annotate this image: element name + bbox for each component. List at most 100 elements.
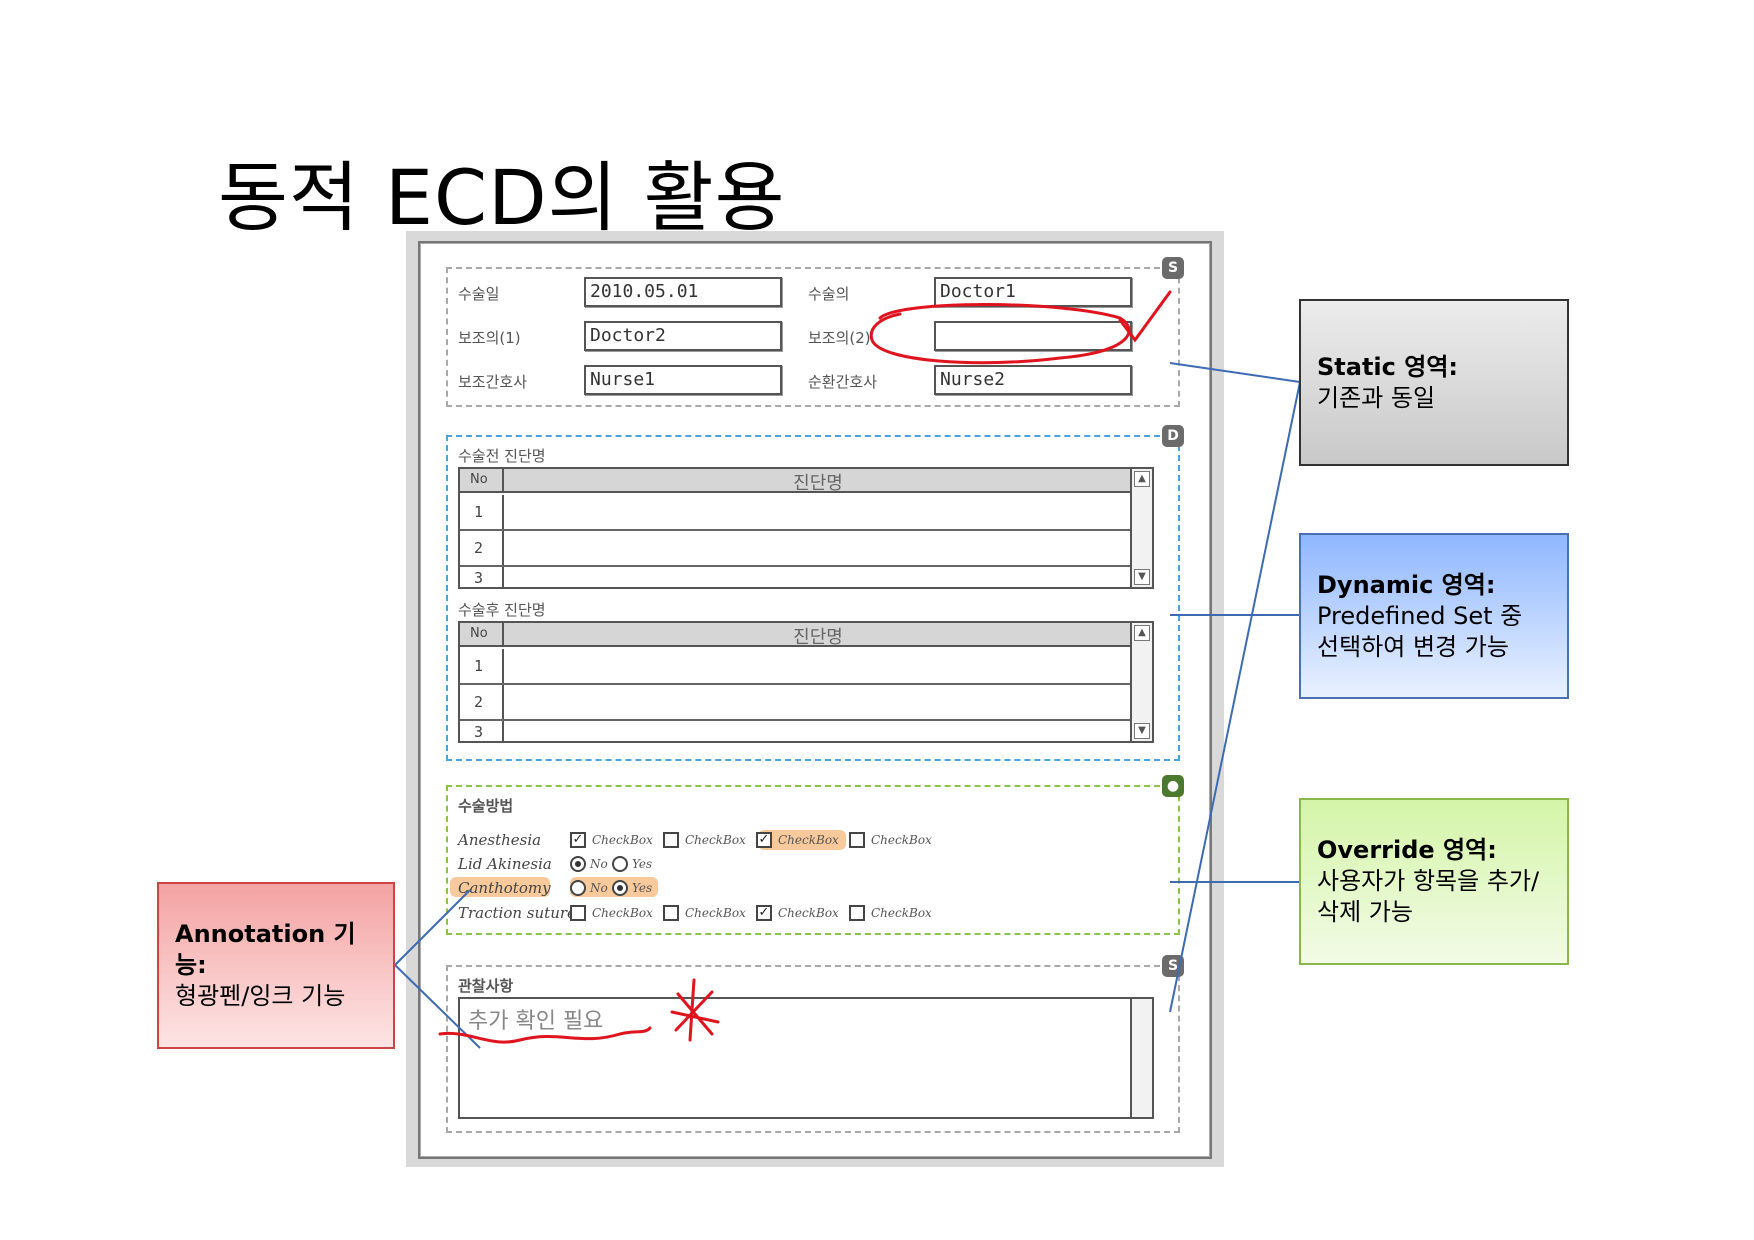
override-badge-icon: ● [1162,775,1184,797]
table-row[interactable]: 2 [460,685,1130,721]
post-op-diagnosis-table[interactable]: No 진단명 1 2 3 ▲ ▼ [458,621,1154,743]
assistant-nurse-label: 보조간호사 [458,373,528,391]
row-number: 2 [460,685,504,719]
checkbox-label: CheckBox [871,833,932,847]
table-row[interactable]: 3 [460,567,1130,587]
row-number: 3 [460,567,504,587]
anesthesia-checkbox-2[interactable] [663,832,679,848]
callout-annotation-body: 형광펜/잉크 기능 [175,982,346,1010]
observation-region [446,965,1180,1133]
callout-override: Override 영역: 사용자가 항목을 추가/삭제 가능 [1299,798,1569,965]
slide-title: 동적 ECD의 활용 [218,153,786,242]
callout-annotation: Annotation 기능: 형광펜/잉크 기능 [157,882,395,1049]
traction-checkbox-1[interactable] [570,905,586,921]
ink-underline [438,1026,652,1044]
table-row[interactable]: 3 [460,721,1130,741]
table-row[interactable]: 2 [460,531,1130,567]
checkbox-label: CheckBox [778,906,839,920]
assistant2-label: 보조의(2) [808,329,871,347]
ecd-form: S 수술일 2010.05.01 수술의 Doctor1 보조의(1) Doct… [418,241,1212,1159]
col-no-header: No [460,623,504,647]
table-row[interactable]: 1 [460,649,1130,685]
radio-label: Yes [632,857,653,871]
pre-op-diagnosis-title: 수술전 진단명 [458,447,546,465]
assistant-nurse-field[interactable]: Nurse1 [584,365,782,395]
anesthesia-checkbox-3[interactable]: ✓ [756,832,772,848]
scroll-up-icon[interactable]: ▲ [1134,625,1150,641]
surgeon-label: 수술의 [808,285,850,303]
checkbox-label: CheckBox [592,833,653,847]
canthotomy-label: Canthotomy [458,879,551,897]
callout-dynamic-title: Dynamic 영역: [1317,570,1496,599]
radio-label: Yes [632,881,653,895]
assistant1-field[interactable]: Doctor2 [584,321,782,351]
circulating-nurse-label: 순환간호사 [808,373,878,391]
callout-override-body: 사용자가 항목을 추가/삭제 가능 [1317,867,1540,926]
row-number: 3 [460,721,504,741]
col-diagnosis-header: 진단명 [793,627,843,648]
observation-title: 관찰사항 [458,977,514,995]
surgery-date-label: 수술일 [458,285,500,303]
callout-static-title: Static 영역: [1317,352,1458,381]
ecd-form-mockup: S 수술일 2010.05.01 수술의 Doctor1 보조의(1) Doct… [406,231,1224,1167]
scrollbar[interactable]: ▲ ▼ [1130,469,1152,587]
override-region [446,785,1180,935]
col-no-header: No [460,469,504,493]
pre-op-diagnosis-table[interactable]: No 진단명 1 2 3 ▲ ▼ [458,467,1154,589]
observation-textarea[interactable]: 추가 확인 필요 [458,997,1154,1119]
table-header: No 진단명 [460,469,1130,494]
traction-checkbox-3[interactable]: ✓ [756,905,772,921]
checkbox-label: CheckBox [685,833,746,847]
surgery-method-title: 수술방법 [458,797,514,815]
radio-label: No [590,857,608,871]
row-number: 2 [460,531,504,565]
scroll-down-icon[interactable]: ▼ [1134,569,1150,585]
dynamic-badge: D [1162,425,1184,447]
static-badge: S [1162,257,1184,279]
row-number: 1 [460,495,504,529]
lid-akinesia-yes-radio[interactable] [612,856,628,872]
checkbox-label: CheckBox [871,906,932,920]
callout-dynamic: Dynamic 영역: Predefined Set 중 선택하여 변경 가능 [1299,533,1569,699]
callout-dynamic-body: Predefined Set 중 선택하여 변경 가능 [1317,601,1523,661]
checkbox-label: CheckBox [685,906,746,920]
callout-static: Static 영역: 기존과 동일 [1299,299,1569,466]
traction-suture-label: Traction suture [458,904,576,922]
observation-connector [1169,381,1301,1013]
lid-akinesia-label: Lid Akinesia [458,855,552,873]
static-connector [1169,362,1301,383]
canthotomy-yes-radio[interactable] [612,880,628,896]
ink-checkmark [1118,290,1172,343]
anesthesia-checkbox-4[interactable] [849,832,865,848]
post-op-diagnosis-title: 수술후 진단명 [458,601,546,619]
scrollbar[interactable] [1130,999,1152,1117]
ink-star [670,978,720,1042]
traction-checkbox-2[interactable] [663,905,679,921]
row-number: 1 [460,649,504,683]
checkbox-label: CheckBox [778,833,839,847]
lid-akinesia-no-radio[interactable] [570,856,586,872]
highlight-mark [450,877,550,897]
scrollbar[interactable]: ▲ ▼ [1130,623,1152,741]
callout-override-title: Override 영역: [1317,836,1497,864]
annotation-connector-top [394,889,471,966]
surgery-date-field[interactable]: 2010.05.01 [584,277,782,307]
col-diagnosis-header: 진단명 [793,473,843,494]
scroll-up-icon[interactable]: ▲ [1134,471,1150,487]
checkbox-label: CheckBox [592,906,653,920]
assistant2-field[interactable] [934,321,1132,351]
table-row[interactable]: 1 [460,495,1130,531]
dynamic-region [446,435,1180,761]
canthotomy-no-radio[interactable] [570,880,586,896]
circulating-nurse-field[interactable]: Nurse2 [934,365,1132,395]
static-region [446,267,1180,407]
traction-checkbox-4[interactable] [849,905,865,921]
table-header: No 진단명 [460,623,1130,648]
anesthesia-checkbox-1[interactable]: ✓ [570,832,586,848]
scroll-down-icon[interactable]: ▼ [1134,723,1150,739]
radio-label: No [590,881,608,895]
anesthesia-label: Anesthesia [458,831,542,849]
ink-circle [869,303,1131,365]
highlight-mark [758,830,846,850]
